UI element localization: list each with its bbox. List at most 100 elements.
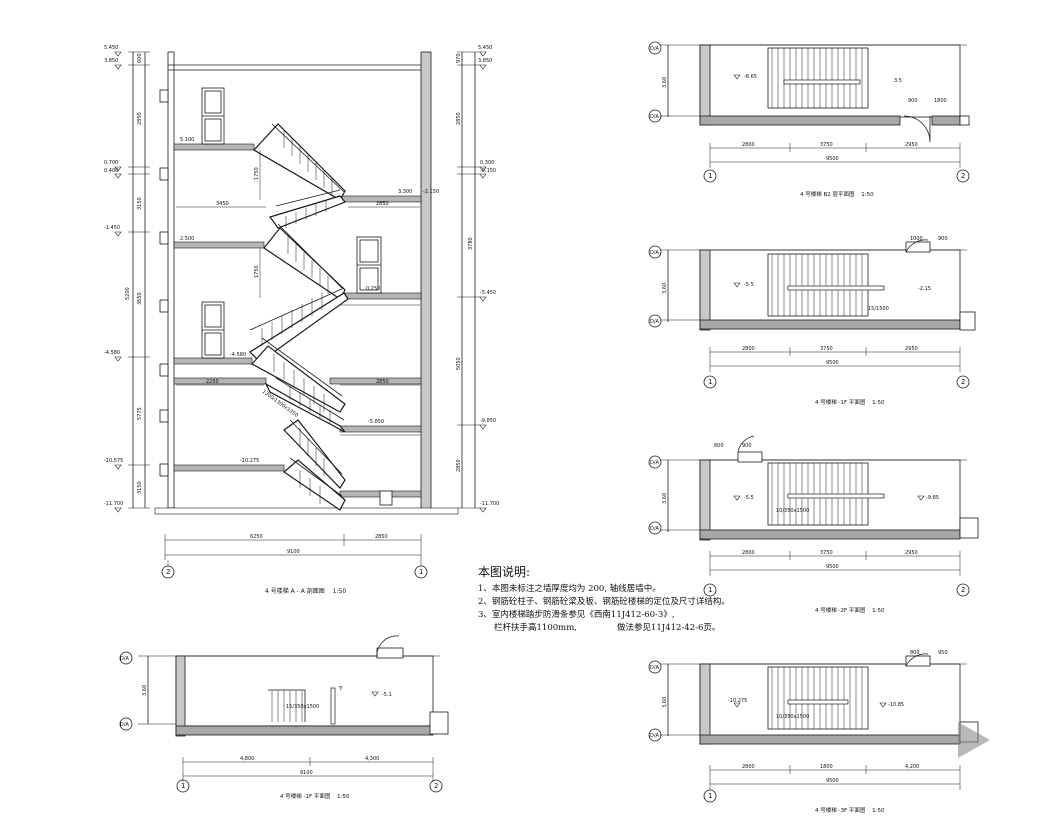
axis-label: 2 bbox=[961, 378, 965, 386]
plan-dim: 3,60 bbox=[662, 283, 668, 294]
section-height-dim: 5050 bbox=[456, 357, 462, 370]
section-level-left: -10.575 bbox=[104, 458, 123, 464]
axis-label: D/A bbox=[120, 722, 130, 728]
section-bottom-dim: 6250 bbox=[250, 534, 263, 540]
section-height-dim: 600 bbox=[137, 53, 143, 63]
plan-dim: 4,200 bbox=[905, 764, 919, 770]
section-landing-level: 5.100 bbox=[180, 137, 194, 143]
plan-total: 9500 bbox=[826, 360, 839, 366]
section-level-right: -5.450 bbox=[480, 290, 496, 296]
plan-stair-label: 15/350x1500 bbox=[286, 704, 319, 710]
plan-1f bbox=[119, 635, 449, 793]
section-height-dim: 3150 bbox=[137, 197, 143, 210]
section-level-right: -11.700 bbox=[480, 501, 499, 507]
section-landing-level: -2.150 bbox=[423, 189, 439, 195]
plan-level: -10.85 bbox=[888, 702, 904, 708]
section-level-left: 5.450 bbox=[104, 45, 118, 51]
section-level-right: 0.300 bbox=[480, 160, 494, 166]
plan-3f bbox=[648, 653, 979, 803]
axis-label: 1 bbox=[181, 782, 185, 790]
axis-label: D/A bbox=[650, 114, 660, 120]
plan-level: -5.5 bbox=[744, 282, 754, 288]
section-flight-dim: 1750 bbox=[254, 167, 260, 180]
plan-total: 9100 bbox=[300, 770, 313, 776]
axis-label: 1 bbox=[708, 378, 712, 386]
section-level-left: -1.450 bbox=[104, 225, 120, 231]
section-bottom-dim: 2850 bbox=[375, 534, 388, 540]
plan-dim: 900 bbox=[908, 98, 918, 104]
notes-line-2: 2、钢筋砼柱子、钢筋砼梁及板、钢筋砼楼梯的定位及尺寸详结构。 bbox=[478, 597, 730, 607]
plan-1f-text: D/A D/A 3,60 -5.1 下 15/350x1500 4,800 4,… bbox=[120, 656, 438, 800]
section-title: 4 号楼梯 A - A 剖面图 1:50 bbox=[265, 587, 346, 595]
plan-dim: 800 bbox=[714, 443, 724, 449]
axis-label: 1 bbox=[708, 172, 712, 180]
section-landing-level: -10.275 bbox=[240, 458, 259, 464]
plan-dim: 900 bbox=[938, 236, 948, 242]
section-aa bbox=[114, 51, 487, 579]
plan-dim: 2800 bbox=[742, 764, 755, 770]
plan-stair-label: 10/350x1500 bbox=[776, 714, 809, 720]
section-level-right: -9.850 bbox=[480, 418, 496, 424]
axis-label: D/A bbox=[650, 46, 660, 52]
notes-title: 本图说明: bbox=[478, 565, 531, 579]
section-flight-dim: 1750 bbox=[254, 265, 260, 278]
notes-line-4a: 栏杆扶手高1100mm, bbox=[494, 623, 577, 633]
plan-stair-label: 10/350x1500 bbox=[776, 508, 809, 514]
axis-label: D/A bbox=[120, 656, 130, 662]
plan-stair-label: 15/1500 bbox=[868, 306, 889, 312]
notes-line-3: 3、室内楼梯踏步防滑条参见《西南11J412-60-3》, bbox=[478, 610, 675, 620]
axis-label: 1 bbox=[708, 792, 712, 800]
axis-label: 2 bbox=[434, 782, 438, 790]
section-landing-level: 0.250 bbox=[366, 286, 380, 292]
plan-2f bbox=[648, 435, 979, 597]
section-height-dim: 2850 bbox=[137, 112, 143, 125]
plan-dim: 900 bbox=[742, 443, 752, 449]
plan-dim: 2950 bbox=[905, 142, 918, 148]
plan-level: -5.1 bbox=[382, 692, 392, 698]
section-height-dim: 2850 bbox=[456, 112, 462, 125]
section-height-dim: 5775 bbox=[137, 407, 143, 420]
plan-total: 9500 bbox=[826, 156, 839, 162]
plan-dim: 3750 bbox=[820, 550, 833, 556]
section-bottom-total: 9100 bbox=[287, 549, 300, 555]
plan-dim: 3,60 bbox=[142, 685, 148, 696]
plan-dim: 2950 bbox=[905, 550, 918, 556]
plan-title: 4 号楼梯 -3F 平面图 1:50 bbox=[815, 806, 885, 814]
plan-dim: 2800 bbox=[742, 346, 755, 352]
section-flight-dim: 2850 bbox=[376, 379, 389, 385]
plan-dim: 2950 bbox=[905, 346, 918, 352]
plan-dim: 2800 bbox=[742, 550, 755, 556]
plan-b2 bbox=[648, 41, 970, 183]
plan-total: 9500 bbox=[826, 564, 839, 570]
watermark-mark bbox=[958, 722, 990, 758]
axis-label: D/A bbox=[650, 733, 660, 739]
notes-line-1: 1、本图未标注之墙厚度均为 200, 轴线居墙中。 bbox=[478, 584, 661, 594]
section-flight-dim: 2850 bbox=[376, 201, 389, 207]
plan-dim: 3,60 bbox=[662, 493, 668, 504]
section-landing-level: -4.580 bbox=[230, 352, 246, 358]
plan-title: 4 号楼梯 -2F 平面图 1:50 bbox=[815, 606, 885, 614]
plan-total: 9500 bbox=[826, 778, 839, 784]
axis-label: 2 bbox=[961, 172, 965, 180]
plan-b2-text: D/A D/A 3,60 -8.65 3.5 900 1800 2800 375… bbox=[650, 46, 965, 198]
plan-dim: 2800 bbox=[742, 142, 755, 148]
plan-level: -8.65 bbox=[744, 74, 757, 80]
section-level-left: 3.850 bbox=[104, 58, 118, 64]
section-level-right: 5.450 bbox=[478, 45, 492, 51]
axis-label: D/A bbox=[650, 665, 660, 671]
drawing-notes: 本图说明: 1、本图未标注之墙厚度均为 200, 轴线居墙中。 2、钢筋砼柱子、… bbox=[478, 563, 730, 635]
section-landing-level: 2.500 bbox=[180, 236, 194, 242]
plan-2f-text: D/A D/A 3,60 -5.5 -9.85 10/350x1500 800 … bbox=[650, 443, 965, 614]
axis-label: 2 bbox=[166, 568, 170, 576]
plan-title: 4 号楼梯 -1F 平面图 1:50 bbox=[815, 398, 885, 406]
axis-label: D/A bbox=[650, 526, 660, 532]
plan-dim: 950 bbox=[938, 650, 948, 656]
plan-level: -9.85 bbox=[926, 495, 939, 501]
axis-label: 1 bbox=[708, 586, 712, 594]
section-landing-level: 3.300 bbox=[398, 189, 412, 195]
plan-b1 bbox=[648, 239, 976, 389]
section-level-right: -0.150 bbox=[480, 168, 496, 174]
axis-label: D/A bbox=[650, 460, 660, 466]
plan-up-label: 下 bbox=[338, 686, 343, 692]
